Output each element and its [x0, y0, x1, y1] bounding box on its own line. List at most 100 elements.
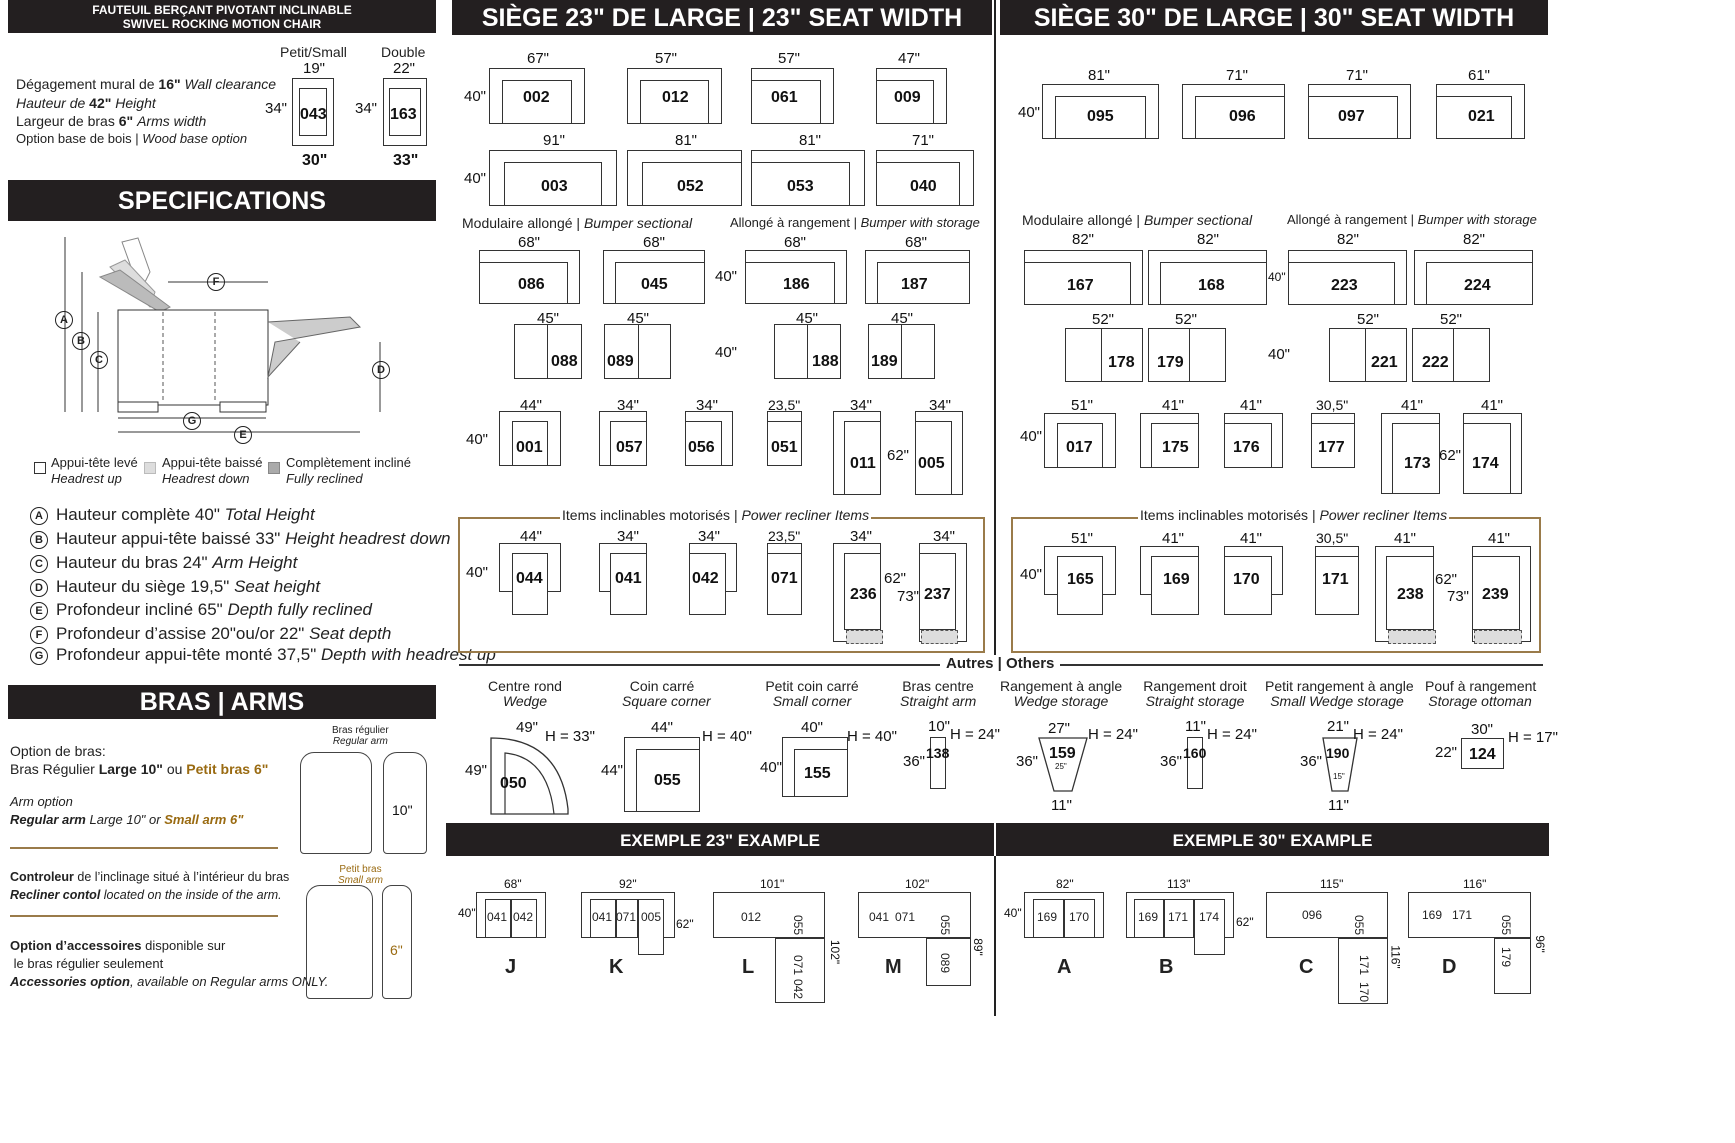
- small-corner-h: H = 40": [847, 728, 897, 745]
- code-165: 165: [1067, 571, 1094, 588]
- code-174: 174: [1472, 455, 1499, 472]
- sofa-002-seat: [502, 80, 572, 124]
- ex-M-sofa: [858, 892, 971, 938]
- ex-C-code-2: 171: [1357, 954, 1372, 976]
- code-041: 041: [615, 570, 642, 587]
- chair-017-seat: [1057, 423, 1103, 468]
- chair-title-bar: FAUTEUIL BERÇANT PIVOTANT INCLINABLE SWI…: [8, 0, 436, 33]
- code-097: 097: [1338, 108, 1365, 125]
- s30-r3-w3: 82": [1463, 231, 1486, 248]
- ex-J-seat-1: [485, 899, 511, 938]
- code-171: 171: [1322, 571, 1349, 588]
- s23-r6-height: 40": [466, 564, 489, 581]
- ex-A-seat-1: [1033, 899, 1064, 938]
- chaise-174-seat: [1463, 423, 1511, 494]
- s30-r5-w5: 41": [1481, 397, 1504, 414]
- chair-001-seat: [512, 421, 548, 466]
- sofa-221-seat: [1365, 328, 1407, 382]
- ottoman-124-shape: [1461, 738, 1504, 769]
- code-086: 086: [518, 276, 545, 293]
- ex-J-code-0: 041: [487, 910, 508, 924]
- s23-r6-h73: 73": [897, 588, 920, 605]
- s30-r5-height: 40": [1020, 428, 1043, 445]
- s30-r1-w3: 61": [1468, 67, 1491, 84]
- specifications-heading: SPECIFICATIONS: [8, 180, 436, 221]
- arm-138-width: 10": [928, 718, 951, 735]
- s23-r6-w1: 34": [617, 528, 640, 545]
- code-186: 186: [783, 276, 810, 293]
- wedge-width: 49": [516, 719, 539, 736]
- recliner-236-seat: [844, 553, 881, 630]
- sofa-096-seat: [1195, 96, 1285, 139]
- s23-r2-w2: 81": [799, 132, 822, 149]
- code-176: 176: [1233, 439, 1260, 456]
- ex-J-label: J: [505, 956, 517, 978]
- code-188: 188: [812, 353, 839, 370]
- arm-6-dim: 6": [390, 942, 403, 958]
- s23-r2-w1: 81": [675, 132, 698, 149]
- sofa-021-seat: [1436, 96, 1512, 139]
- ex-L-width: 101": [760, 877, 785, 891]
- chair-176-seat: [1224, 423, 1272, 468]
- chair1-side: 34": [265, 100, 288, 117]
- headrest-reclined-shape: [98, 269, 171, 313]
- code-050: 050: [500, 775, 527, 792]
- label-A: A: [55, 311, 81, 329]
- corner-width: 44": [651, 719, 674, 736]
- arm-option-fr: Option de bras: Bras Régulier Large 10" …: [10, 743, 269, 777]
- s30-r6-w2: 41": [1240, 530, 1263, 547]
- s30-r4-w0: 52": [1092, 311, 1115, 328]
- s23-r5-height: 40": [466, 431, 489, 448]
- code-170: 170: [1233, 571, 1260, 588]
- code-168: 168: [1198, 277, 1225, 294]
- small-corner-side: 40": [760, 759, 783, 776]
- s30-storage-label: Allongé à rangement | Bumper with storag…: [1287, 212, 1537, 227]
- double-label: Double: [381, 44, 426, 60]
- ex-C-chaise: [1338, 938, 1388, 1004]
- chair2-code: 163: [390, 106, 417, 123]
- small-corner-width: 40": [801, 719, 824, 736]
- arm-10-dim: 10": [392, 802, 413, 818]
- chaise-173-seat: [1392, 423, 1440, 494]
- wedge-storage-bottom: 11": [1051, 797, 1072, 814]
- chair2-top: 22": [393, 60, 416, 77]
- ex-K-code-2: 005: [641, 910, 662, 924]
- wedge-storage-width: 27": [1048, 720, 1071, 737]
- s30-r1-w1: 71": [1226, 67, 1249, 84]
- code-071: 071: [771, 570, 798, 587]
- s23-r3-w2: 68": [784, 234, 807, 251]
- ex-K-width: 92": [619, 877, 637, 891]
- sofa-095-seat: [1055, 96, 1146, 139]
- chair-177-seat: [1311, 423, 1355, 468]
- s30-power-label: Items inclinables motorisés | Power recl…: [1138, 507, 1450, 523]
- s30-bumper-label: Modulaire allongé | Bumper sectional: [1022, 212, 1253, 228]
- ex-A-height: 40": [1004, 906, 1022, 920]
- ex-M-code-1: 071: [895, 910, 916, 924]
- ex-C-width: 115": [1320, 877, 1344, 891]
- height-info: Hauteur de 42" Height: [16, 95, 156, 111]
- ex-M-code-0: 041: [869, 910, 890, 924]
- sofa-052-seat: [642, 162, 742, 206]
- ex-J-seat-2: [511, 899, 537, 938]
- s23-r5-w2: 34": [696, 397, 719, 414]
- ex-M-code-3: 089: [938, 952, 953, 974]
- ex-K-height: 62": [676, 917, 694, 931]
- recliner-170-seat: [1224, 556, 1272, 615]
- code-159: 159: [1049, 745, 1076, 762]
- ex-D-code-2: 055: [1499, 914, 1514, 936]
- code-003: 003: [541, 178, 568, 195]
- code-236: 236: [850, 586, 877, 603]
- sofa-009-seat: [876, 80, 934, 124]
- small-wedge-h: H = 24": [1353, 726, 1403, 743]
- small-wedge-190-shape: [1322, 737, 1358, 792]
- code-002: 002: [523, 89, 550, 106]
- s23-r3-w3: 68": [905, 234, 928, 251]
- sofa-088-seat: [547, 324, 582, 379]
- ex-D-width: 116": [1463, 877, 1487, 891]
- sofa-053-seat: [751, 162, 850, 206]
- ex-L-label: L: [742, 956, 755, 978]
